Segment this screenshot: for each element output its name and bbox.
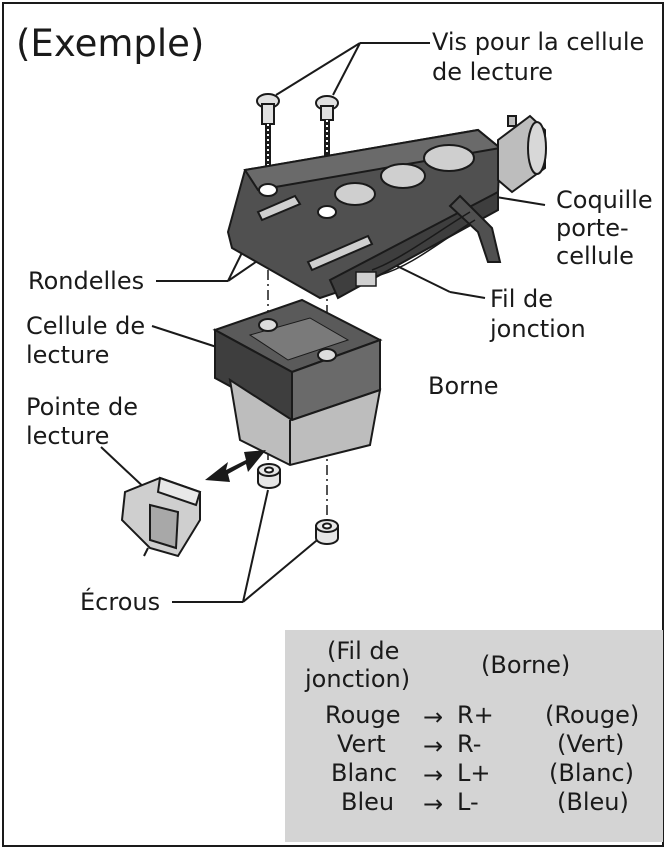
wiring-row-terminal: R+ — [457, 701, 494, 729]
arrow-icon: → — [423, 761, 444, 789]
wiring-row-wire: Blanc — [331, 759, 398, 787]
leader-screws-b — [275, 42, 361, 96]
label-cartridge-line2: lecture — [26, 341, 110, 369]
label-stylus-line1: Pointe de — [26, 393, 138, 421]
label-screws-line2: de lecture — [432, 58, 553, 86]
label-headshell-line1: Coquille — [556, 186, 653, 214]
label-terminal: Borne — [428, 372, 499, 400]
wiring-row-terminal: R- — [457, 730, 482, 758]
wiring-row-color: (Bleu) — [557, 788, 629, 816]
wiring-header-left-line1: (Fil de — [327, 637, 400, 665]
arrow-icon: → — [423, 790, 444, 818]
wiring-table: (Fil de jonction) (Borne) Rouge → R+ (Ro… — [285, 630, 663, 842]
label-cartridge-line1: Cellule de — [26, 312, 146, 340]
label-nuts: Écrous — [80, 588, 161, 616]
label-screws-line1: Vis pour la cellule — [432, 28, 645, 56]
wiring-row-color: (Vert) — [557, 730, 625, 758]
label-washers: Rondelles — [28, 267, 145, 295]
cartridge-screws — [256, 93, 339, 168]
lead-wire — [355, 211, 476, 287]
stylus — [120, 476, 202, 558]
example-title: (Exemple) — [16, 22, 205, 65]
insert-arrow — [205, 450, 266, 482]
nuts — [257, 463, 339, 545]
wiring-header-right: (Borne) — [481, 651, 571, 679]
wiring-header-left-line2: jonction) — [305, 665, 411, 693]
wiring-row-color: (Rouge) — [545, 701, 640, 729]
wiring-row-color: (Blanc) — [549, 759, 634, 787]
wiring-row-wire: Bleu — [341, 788, 395, 816]
cartridge — [212, 298, 383, 467]
leader-screws-c — [332, 42, 361, 96]
arrow-icon: → — [423, 703, 444, 731]
label-leadwire-line2: jonction — [490, 315, 586, 343]
label-headshell-line2: porte- — [556, 214, 629, 242]
arrow-icon: → — [423, 732, 444, 760]
label-headshell-line3: cellule — [556, 242, 634, 270]
leader-leadwire — [394, 264, 451, 293]
label-leadwire-line1: Fil de — [490, 285, 554, 313]
leader-nuts-c — [242, 535, 323, 603]
wiring-row-wire: Rouge — [325, 701, 401, 729]
wiring-row-wire: Vert — [337, 730, 386, 758]
leader-nuts-b — [242, 489, 269, 603]
wiring-row-terminal: L+ — [457, 759, 491, 787]
wiring-row-terminal: L- — [457, 788, 479, 816]
headshell — [226, 114, 547, 300]
label-stylus-line2: lecture — [26, 422, 110, 450]
leader-leadwire-b — [449, 291, 486, 299]
